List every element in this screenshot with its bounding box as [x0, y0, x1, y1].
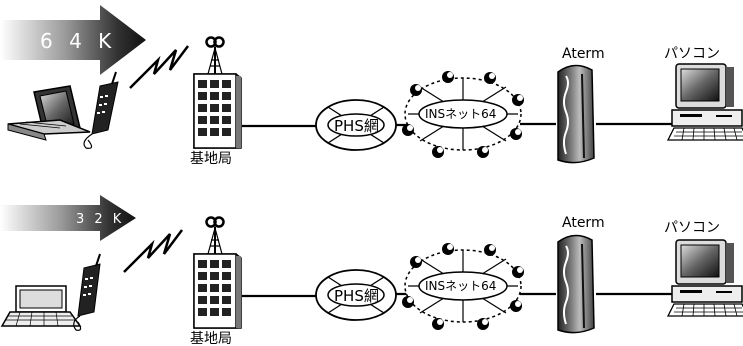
speed-arrow-64k: 6 4 K	[0, 5, 146, 75]
phs-network-label: PHS網	[334, 287, 379, 305]
phs-phone-icon	[73, 253, 101, 331]
speed-arrow-32k: 3 2 K	[0, 195, 136, 241]
aterm-label: Aterm	[562, 46, 605, 62]
pc-label: パソコン	[664, 220, 720, 236]
base-station-icon	[192, 36, 243, 150]
row-32k: 3 2 K 基地局 PHS網 INSネット64	[0, 195, 743, 346]
radio-wave-icon	[128, 44, 190, 90]
aterm-router-icon	[557, 64, 595, 164]
base-station-icon	[192, 216, 243, 330]
phs-phone-icon	[83, 71, 119, 149]
isdn-network-label: INSネット64	[425, 107, 496, 121]
base-station-label: 基地局	[190, 150, 232, 167]
speed-label-32k: 3 2 K	[76, 212, 124, 227]
speed-label-64k: 6 4 K	[40, 29, 116, 53]
base-station-label: 基地局	[190, 330, 232, 346]
pc-label: パソコン	[664, 46, 720, 62]
row-64k: 6 4 K 基地局 PHS網 INSネット64	[0, 5, 743, 167]
pc-icon	[667, 239, 743, 317]
isdn-network-label: INSネット64	[425, 279, 496, 293]
aterm-label: Aterm	[562, 215, 605, 231]
pc-icon	[667, 63, 743, 141]
laptop-icon	[0, 285, 82, 327]
laptop-icon	[7, 85, 91, 141]
phs-network-label: PHS網	[334, 117, 379, 135]
aterm-router-icon	[557, 234, 595, 334]
radio-wave-icon	[122, 228, 184, 274]
